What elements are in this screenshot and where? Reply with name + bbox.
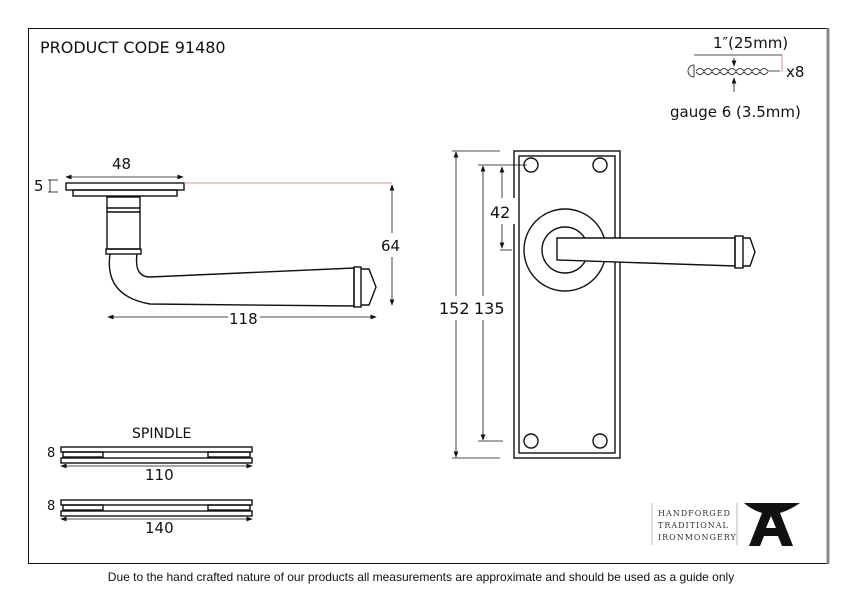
brand-logo: HANDFORGED TRADITIONAL IRONMONGERY	[651, 503, 800, 546]
spindle-diagrams: SPINDLE 8 110 8 140	[47, 426, 253, 537]
anvil-icon	[744, 503, 800, 546]
disclaimer-footer: Due to the hand crafted nature of our pr…	[107, 570, 735, 584]
screw-gauge: gauge 6 (3.5mm)	[670, 103, 801, 121]
logo-line-3: IRONMONGERY	[658, 533, 737, 542]
rose-thickness-label: 5	[34, 177, 44, 195]
logo-line-2: TRADITIONAL	[658, 521, 729, 530]
lever-length-label: 118	[229, 310, 258, 328]
screw-quantity: x8	[786, 63, 804, 81]
spindle-size-label: 8	[47, 446, 55, 461]
product-code: PRODUCT CODE 91480	[40, 38, 226, 57]
fixing-centres-label: 135	[474, 299, 505, 318]
screw-diagram: 1″(25mm) x8 gauge 6 (3.5mm)	[670, 34, 804, 121]
logo-line-1: HANDFORGED	[658, 509, 731, 518]
spindle-110: 8 110	[47, 446, 253, 484]
screw-length: 1″(25mm)	[713, 34, 788, 52]
spindle-offset-label: 42	[490, 203, 510, 222]
spindle-size-label: 8	[47, 499, 55, 514]
spindle-length-label: 110	[145, 466, 174, 484]
plate-height-label: 152	[439, 299, 470, 318]
spindle-140: 8 140	[47, 499, 253, 537]
spindle-title: SPINDLE	[132, 426, 191, 442]
lever-front-view: 42 152 135	[438, 150, 756, 459]
lever-side-view: 48 5 64 118	[34, 155, 404, 328]
spindle-length-label: 140	[145, 519, 174, 537]
projection-label: 64	[381, 237, 400, 255]
rose-diameter-label: 48	[112, 155, 131, 173]
